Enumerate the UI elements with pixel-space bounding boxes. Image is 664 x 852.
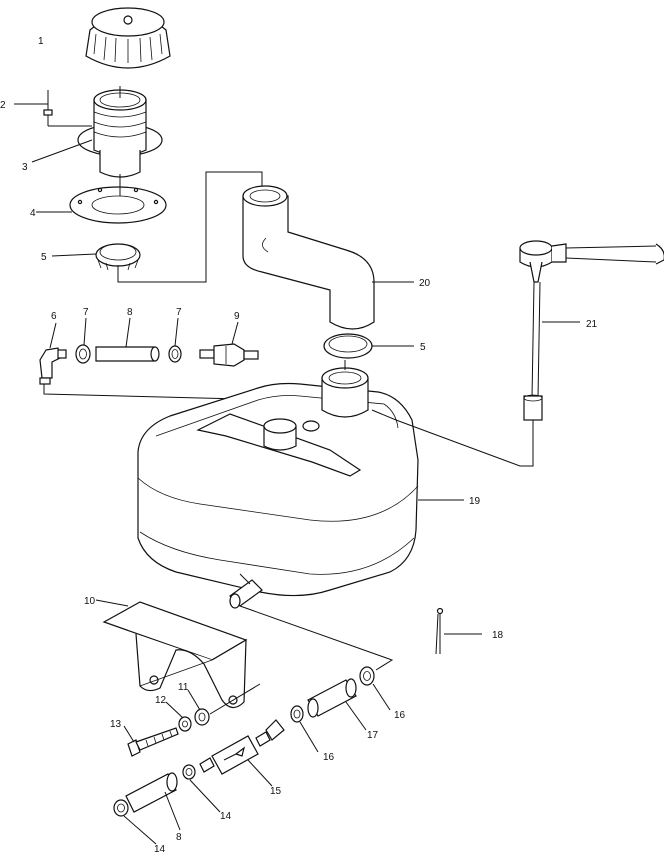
fuel-line-short (307, 678, 357, 718)
callout-14-mid: 14 (220, 811, 232, 822)
filler-hose (242, 185, 375, 330)
tank-outlet-fitting (229, 573, 263, 609)
assembly-leader-line (117, 171, 263, 283)
clamp-16-right (359, 666, 375, 686)
hose-clamp-lower (323, 333, 373, 359)
callout-9: 9 (234, 311, 240, 322)
callout-leaders (14, 103, 580, 845)
fuel-line-upper (95, 346, 160, 362)
callout-17: 17 (367, 730, 379, 741)
callout-4: 4 (30, 208, 36, 219)
callout-19: 19 (469, 496, 481, 507)
screw (43, 90, 53, 126)
in-line-fitting (199, 343, 259, 367)
callout-13: 13 (110, 719, 122, 730)
callout-21: 21 (586, 319, 598, 330)
clamp-right (168, 345, 182, 363)
bolt-axis-line (209, 683, 261, 715)
tie-strap (435, 607, 444, 655)
fuel-gauge-sender (519, 240, 664, 421)
clamp-lower-mid (182, 764, 196, 780)
fuel-filter (199, 719, 285, 775)
fuel-cap (85, 7, 171, 69)
fuel-line-lower (125, 772, 178, 813)
sender-leader-line (371, 409, 534, 467)
callout-6: 6 (51, 311, 57, 322)
callout-16-left: 16 (323, 752, 335, 763)
callout-labels: 1 2 3 4 5 5 6 7 7 8 8 9 10 11 12 13 14 1… (0, 36, 598, 852)
elbow-fitting (39, 347, 67, 385)
gasket (69, 174, 167, 224)
callout-20: 20 (419, 278, 431, 289)
callout-5-lower: 5 (420, 342, 426, 353)
fuel-tank (137, 382, 419, 597)
callout-7-right: 7 (176, 307, 182, 318)
callout-1: 1 (38, 36, 44, 47)
lock-nut (194, 708, 210, 726)
callout-5-upper: 5 (41, 252, 47, 263)
clamp-16-left (290, 705, 304, 723)
callout-2: 2 (0, 100, 6, 111)
callout-16-right: 16 (394, 710, 406, 721)
callout-15: 15 (270, 786, 282, 797)
tank-filler-neck (321, 360, 369, 418)
washer (178, 716, 192, 732)
callout-8-lower: 8 (176, 832, 182, 843)
callout-7-left: 7 (83, 307, 89, 318)
callout-8-upper: 8 (127, 307, 133, 318)
filler-neck (48, 86, 163, 178)
callout-14-lower: 14 (154, 844, 166, 852)
callout-18: 18 (492, 630, 504, 641)
outlet-leader-line (239, 605, 394, 671)
callout-3: 3 (22, 162, 28, 173)
bolt (127, 727, 179, 757)
mounting-bracket (102, 601, 248, 709)
callout-11: 11 (178, 682, 189, 693)
callout-10: 10 (84, 596, 96, 607)
callout-12: 12 (155, 695, 167, 706)
clamp-left (75, 344, 91, 364)
clamp-lower-left (113, 799, 129, 817)
hose-clamp-upper (95, 243, 141, 272)
